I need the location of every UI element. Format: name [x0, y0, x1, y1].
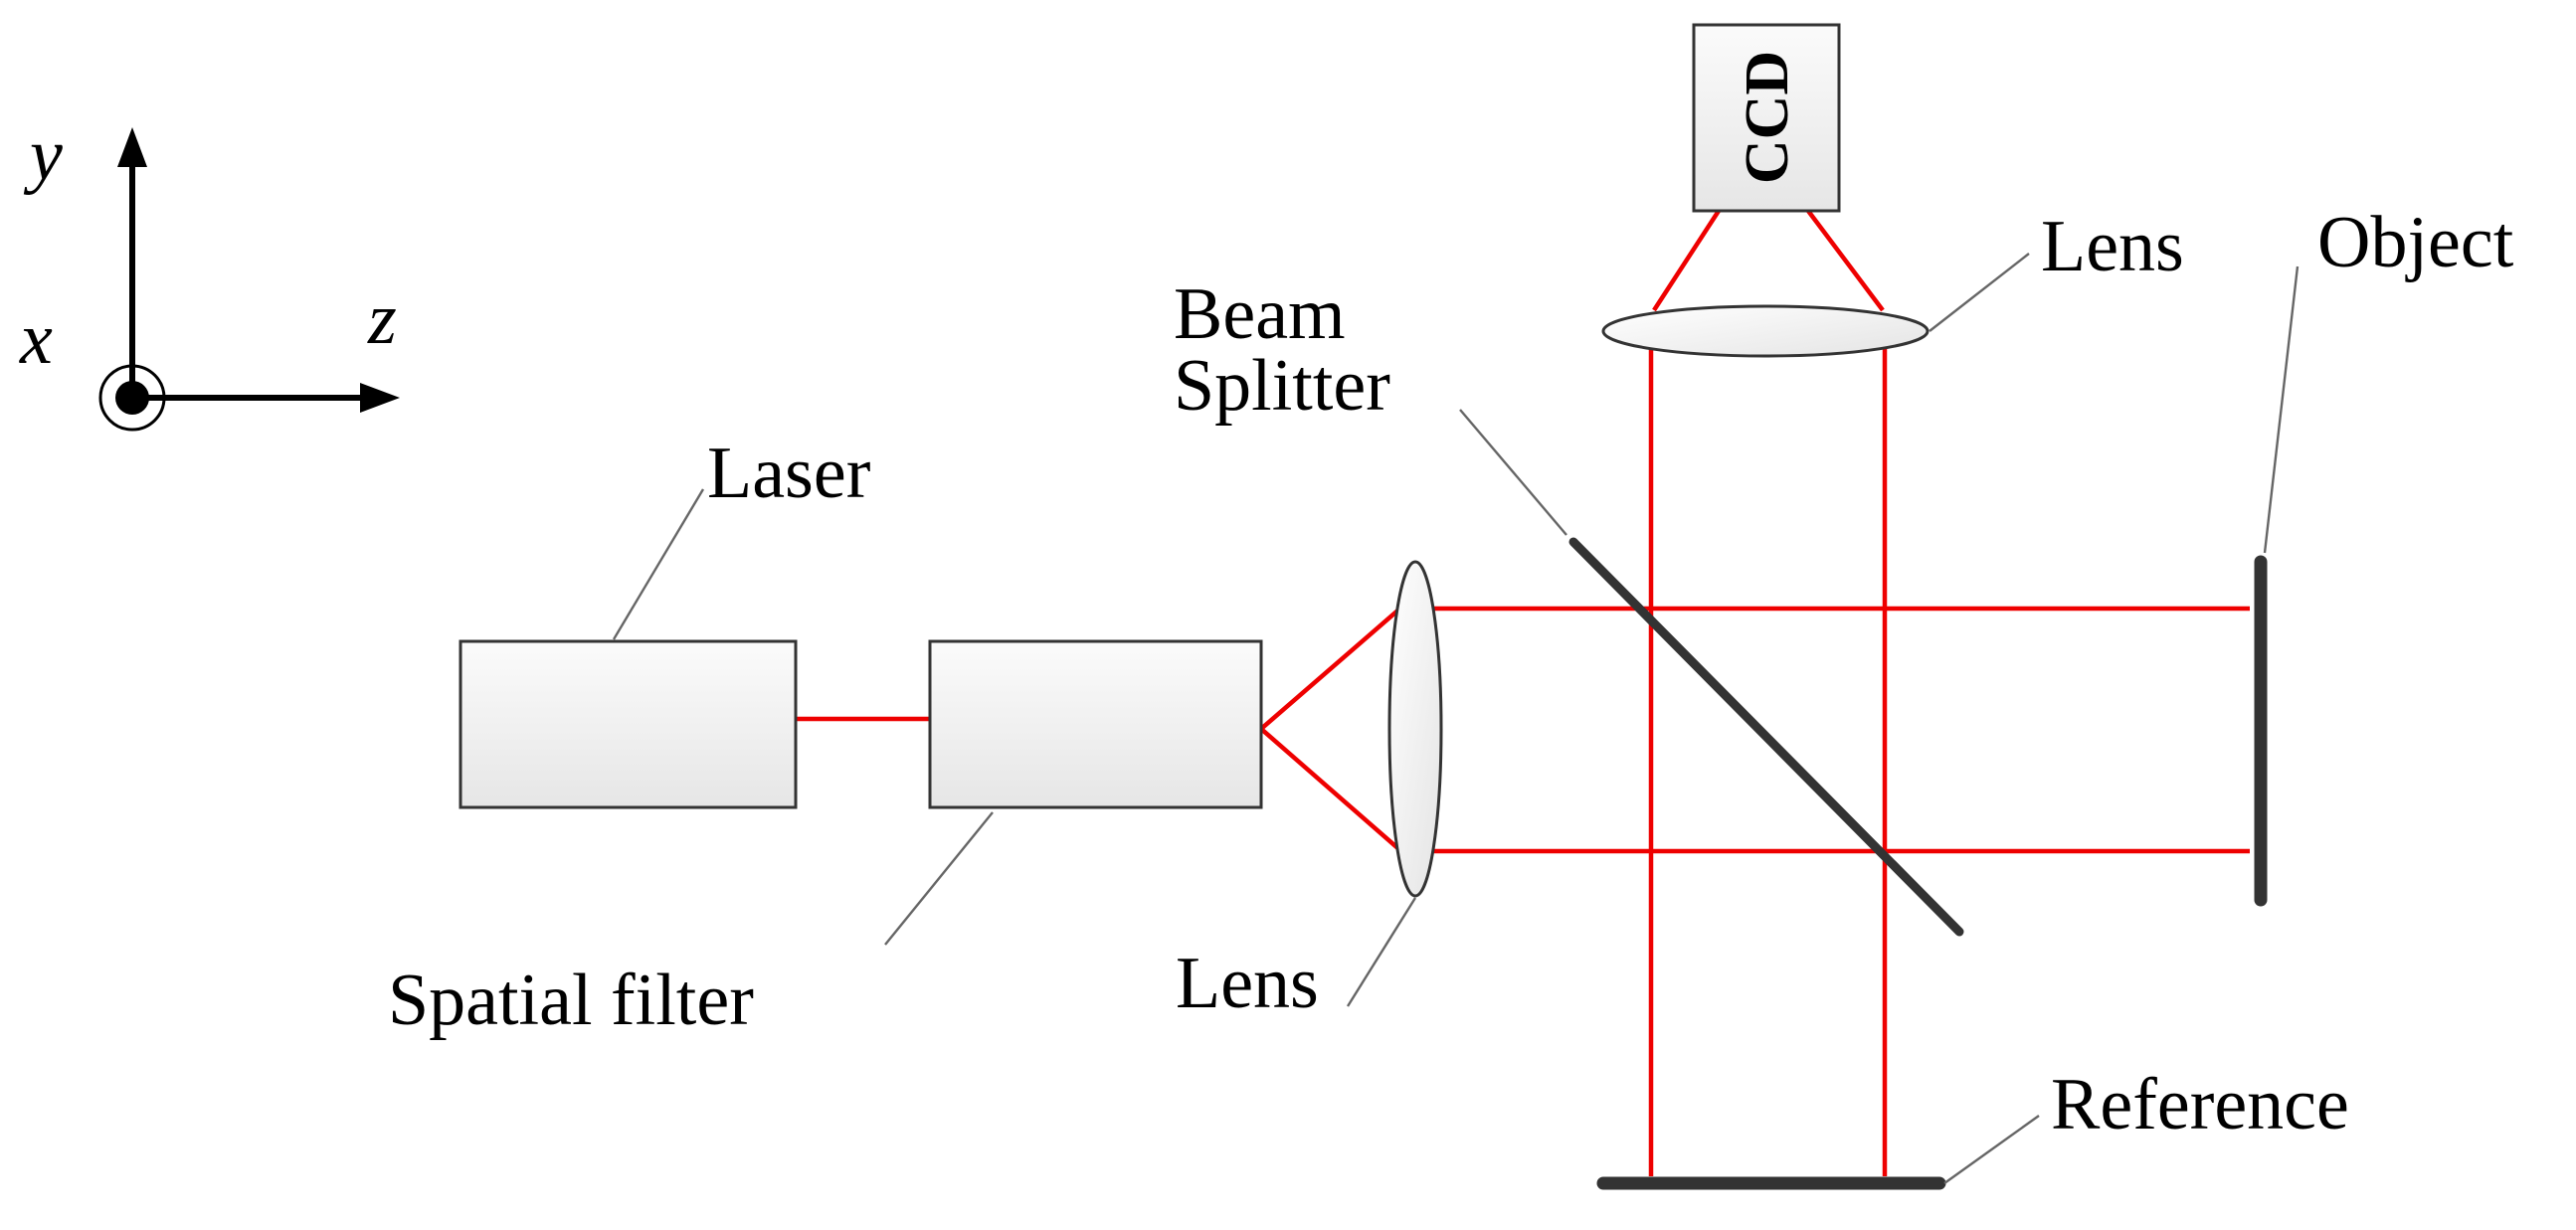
collimating-lens	[1387, 560, 1443, 898]
ccd-label: CCD	[1734, 51, 1801, 184]
beam-splitter	[1568, 537, 1964, 937]
diverging-beam-top	[1259, 605, 1404, 731]
imaging-lens-label: Lens	[2041, 206, 2184, 287]
laser-label: Laser	[707, 433, 870, 514]
spatial-filter-leader	[884, 811, 994, 946]
x-axis-label: x	[19, 298, 53, 380]
spatial-filter-label: Spatial filter	[388, 960, 754, 1041]
focusing-beam-right	[1806, 209, 1885, 312]
y-axis-label: y	[23, 114, 63, 196]
laser-beams	[796, 209, 2250, 1176]
z-axis-label: z	[367, 278, 397, 360]
reference-label: Reference	[2051, 1064, 2349, 1145]
z-axis-arrowhead	[360, 383, 400, 413]
y-axis-arrowhead	[117, 127, 147, 167]
x-axis-out-of-page-circle	[98, 364, 166, 432]
imaging-lens-leader	[1929, 253, 2030, 332]
object-label: Object	[2317, 202, 2514, 283]
x-axis-out-of-page-dot	[115, 381, 149, 415]
collimating-lens-label: Lens	[1176, 943, 1319, 1024]
laser-box	[459, 639, 798, 809]
coordinate-system: y x z	[19, 114, 400, 432]
ccd-box	[1692, 23, 1841, 213]
diverging-beam-bottom	[1259, 727, 1404, 854]
reference-leader	[1943, 1115, 2040, 1184]
laser-leader	[612, 488, 705, 640]
beam-splitter-label-line2: Splitter	[1174, 345, 1390, 427]
leader-lines	[612, 253, 2300, 1184]
beam-splitter-label-line1: Beam	[1174, 273, 1346, 355]
object-leader	[2263, 265, 2300, 554]
focusing-beam-left	[1652, 209, 1721, 312]
collimating-lens-leader	[1346, 897, 1417, 1007]
beam-splitter-leader	[1459, 409, 1567, 536]
imaging-lens	[1601, 304, 1930, 358]
spatial-filter-box	[928, 639, 1263, 809]
